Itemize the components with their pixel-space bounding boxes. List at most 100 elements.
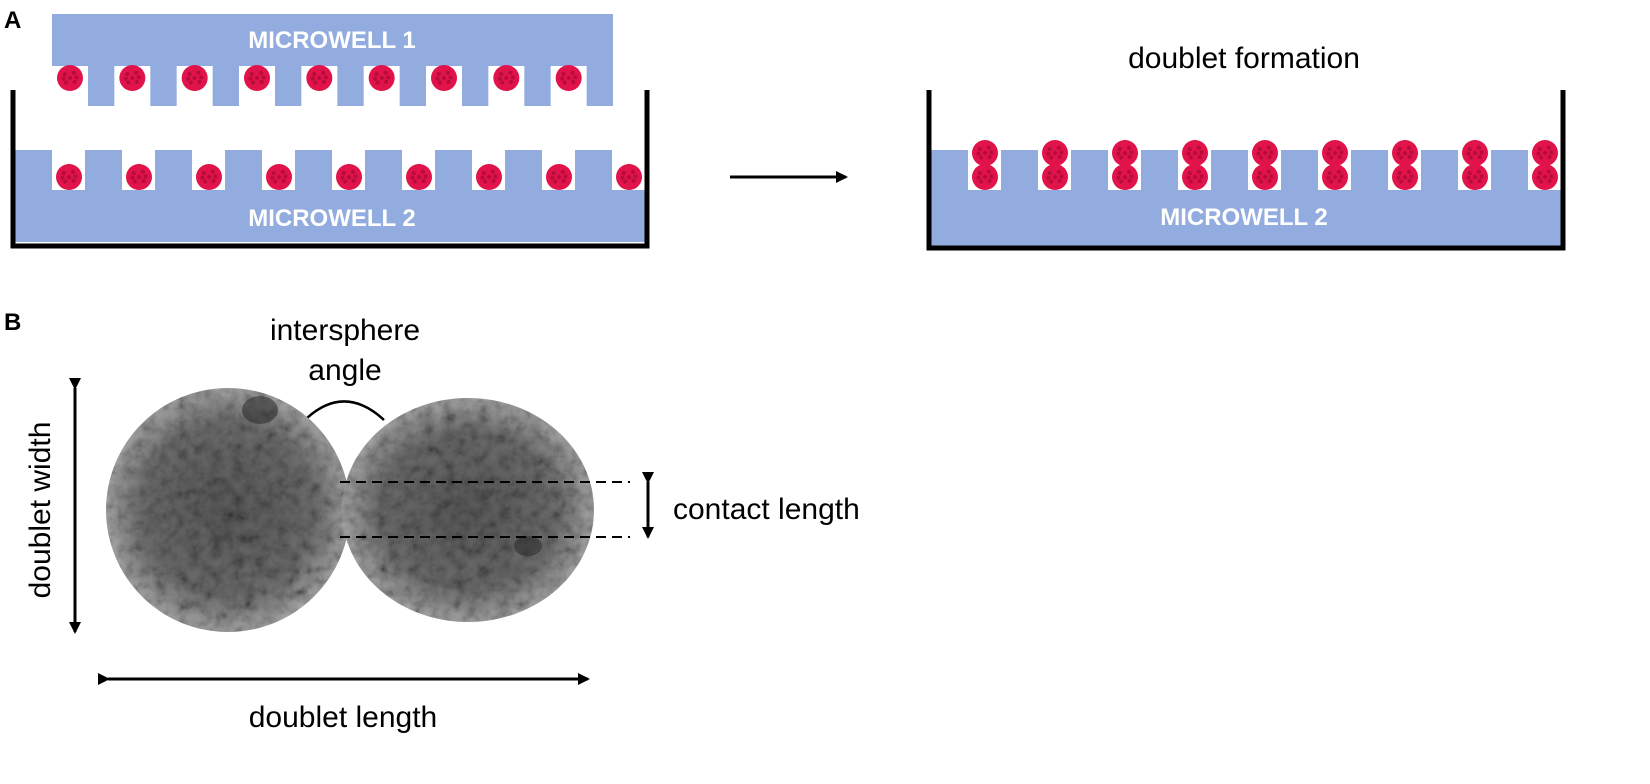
spheroid-texture (353, 174, 358, 179)
spheroid-texture (982, 150, 988, 156)
spheroid-texture (550, 175, 555, 180)
spheroid-texture (1407, 154, 1412, 159)
spheroid-texture (310, 76, 315, 81)
spheroid-texture (1406, 169, 1411, 174)
spheroid-texture (1046, 175, 1051, 180)
microwell-1-label: MICROWELL 1 (248, 27, 416, 54)
spheroid-texture (1477, 178, 1482, 183)
spheroid-texture (1127, 178, 1132, 183)
spheroid-texture (986, 145, 991, 150)
spheroid (56, 164, 82, 190)
spheroid-texture (1197, 178, 1202, 183)
doublet-length-label: doublet length (249, 701, 438, 734)
spheroid-texture (67, 75, 73, 81)
microwell-1-pillar (275, 66, 302, 106)
spheroid (616, 164, 642, 190)
spheroid-texture (1469, 179, 1474, 184)
spheroid-texture (1469, 155, 1474, 160)
spheroid-texture (1547, 178, 1552, 183)
spheroid-texture (626, 174, 632, 180)
spheroid-texture (1256, 151, 1261, 156)
spheroid-texture (134, 79, 139, 84)
spheroid-texture (561, 178, 566, 183)
spheroid-texture (1399, 155, 1404, 160)
spheroid-texture (560, 169, 565, 174)
spheroid-texture (1262, 150, 1268, 156)
spheroid-texture (1189, 179, 1194, 184)
spheroid-texture (1547, 154, 1552, 159)
spheroid-texture (1546, 169, 1551, 174)
spheroid-texture (70, 169, 75, 174)
microwell-2-right: MICROWELL 2 (926, 90, 1566, 251)
right-spheroid (342, 398, 594, 622)
doublet-width-label: doublet width (24, 422, 57, 599)
spheroid-texture (987, 178, 992, 183)
spheroid-texture (201, 171, 206, 176)
spheroid-texture (64, 80, 69, 85)
spheroid (306, 65, 333, 91)
spheroid-texture (1259, 155, 1264, 160)
spheroid-texture (1336, 145, 1341, 150)
spheroid-texture (317, 75, 322, 81)
spheroid-texture (1052, 174, 1058, 180)
spheroid (181, 65, 208, 91)
spheroid-texture (61, 171, 66, 176)
spheroid-texture (200, 175, 205, 180)
microwell-2-pillar (85, 150, 122, 190)
spheroid-texture (560, 76, 565, 81)
spheroid-texture (1046, 151, 1051, 156)
spheroid (1252, 140, 1278, 166)
microwell-1-pillar (399, 66, 426, 106)
spheroid-texture (213, 174, 218, 179)
spheroid-texture (497, 76, 502, 81)
spheroid-texture (373, 76, 378, 81)
microwell-1-pillars (88, 66, 613, 106)
spheroid-texture (140, 169, 145, 174)
spheroid-texture (441, 75, 447, 81)
spheroid-texture (508, 70, 513, 75)
spheroid-texture (350, 169, 355, 174)
spheroid-texture (987, 154, 992, 159)
spheroid-texture (976, 151, 981, 156)
spheroid-texture (211, 178, 216, 183)
spheroid-texture (258, 70, 263, 75)
spheroid-texture (445, 70, 450, 75)
spheroid-texture (566, 75, 571, 81)
spheroid-texture (1122, 174, 1128, 180)
spheroid-texture (1326, 175, 1331, 180)
spheroid-texture (490, 169, 495, 174)
spheroid-texture (143, 174, 148, 179)
microwell-2-pillar (155, 150, 192, 190)
spheroid-texture (196, 70, 201, 75)
spheroid-texture (133, 179, 138, 184)
spheroid-texture (1332, 150, 1338, 156)
right-microwell-2-pillar (1281, 150, 1318, 190)
right-microwell-2-pillar (1421, 150, 1458, 190)
spheroid-texture (631, 178, 636, 183)
spheroid-texture (420, 169, 425, 174)
spheroid (555, 65, 582, 91)
spheroid (1532, 164, 1558, 190)
spheroid-texture (1549, 150, 1554, 155)
spheroid-texture (508, 79, 513, 84)
spheroid-texture (1259, 179, 1264, 184)
spheroid (476, 164, 502, 190)
microwell-1-pillar (150, 66, 177, 106)
spheroid-texture (1257, 147, 1262, 152)
spheroid-texture (125, 72, 130, 77)
microwell-2-pillar (435, 150, 472, 190)
spheroid-texture (346, 174, 352, 180)
spheroid-texture (203, 179, 208, 184)
spheroid-texture (510, 75, 515, 80)
spheroid-texture (1267, 154, 1272, 159)
right-microwell-2-plate (931, 190, 1561, 246)
spheroid (406, 164, 432, 190)
spheroid-texture (61, 76, 66, 81)
spheroid-texture (1186, 175, 1191, 180)
spheroid-texture (123, 76, 128, 81)
spheroid-texture (379, 75, 384, 81)
spheroid-texture (1127, 154, 1132, 159)
right-microwell-2-pillar (1071, 150, 1108, 190)
spheroid-texture (1126, 169, 1131, 174)
